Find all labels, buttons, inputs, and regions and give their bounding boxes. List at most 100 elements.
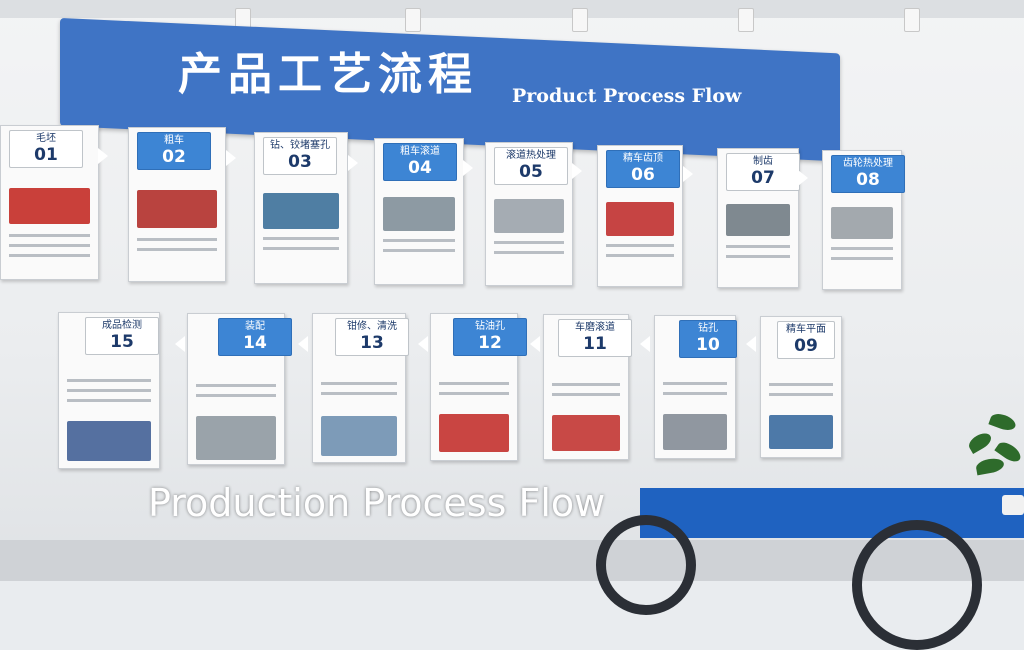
text-line [494,241,564,244]
text-line [552,393,620,396]
text-line [67,379,151,382]
equipment-photo [9,188,90,224]
spotlight [738,8,754,32]
equipment-photo [494,199,564,233]
title-chinese: 产品工艺流程 [178,49,478,100]
text-line [9,254,90,257]
text-line [439,392,509,395]
flow-arrow-icon [746,336,756,352]
text-line [137,248,217,251]
equipment-photo [831,207,893,239]
flow-arrow-icon [98,148,108,164]
flow-arrow-icon [640,336,650,352]
step-number: 09 [794,336,818,356]
step-number: 05 [519,162,543,182]
flow-arrow-icon [175,336,185,352]
text-line [196,384,276,387]
step-number: 04 [408,158,432,178]
flow-arrow-icon [798,170,808,186]
text-line [663,392,727,395]
text-line [263,237,339,240]
text-line [663,382,727,385]
text-line [769,383,833,386]
step-number: 06 [631,165,655,185]
text-line [263,247,339,250]
text-line [196,394,276,397]
text-line [606,244,674,247]
equipment-photo [552,415,620,451]
text-line [769,393,833,396]
text-line [831,247,893,250]
video-caption: Production Process Flow [148,481,606,525]
equipment-photo [769,415,833,449]
flow-arrow-icon [298,336,308,352]
text-line [383,249,455,252]
flow-arrow-icon [530,336,540,352]
equipment-photo [67,421,151,461]
equipment-photo [137,190,217,228]
step-number: 01 [34,145,58,165]
flow-arrow-icon [463,160,473,176]
text-line [321,392,397,395]
plant-icon [962,405,1024,515]
equipment-photo [726,204,790,236]
step-number: 02 [162,147,186,167]
step-number: 11 [583,334,607,354]
equipment-photo [663,414,727,450]
text-line [9,234,90,237]
bearing-ring-icon [852,520,982,650]
step-number: 10 [696,335,720,355]
step-number: 03 [288,152,312,172]
equipment-photo [383,197,455,231]
equipment-photo [321,416,397,456]
text-line [606,254,674,257]
step-number: 08 [856,170,880,190]
equipment-photo [263,193,339,229]
text-line [383,239,455,242]
step-number: 07 [751,168,775,188]
text-line [137,238,217,241]
flow-arrow-icon [418,336,428,352]
equipment-photo [439,414,509,452]
flow-arrow-icon [572,163,582,179]
step-number: 14 [243,333,267,353]
ceiling [0,0,1024,18]
spotlight [572,8,588,32]
step-number: 15 [110,332,134,352]
flow-arrow-icon [226,150,236,166]
text-line [552,383,620,386]
text-line [494,251,564,254]
text-line [726,255,790,258]
blue-display-strip [640,488,1024,538]
equipment-photo [606,202,674,236]
step-number: 12 [478,333,502,353]
bearing-photo [196,416,276,460]
step-number: 13 [360,333,384,353]
text-line [9,244,90,247]
text-line [67,399,151,402]
spotlight [405,8,421,32]
